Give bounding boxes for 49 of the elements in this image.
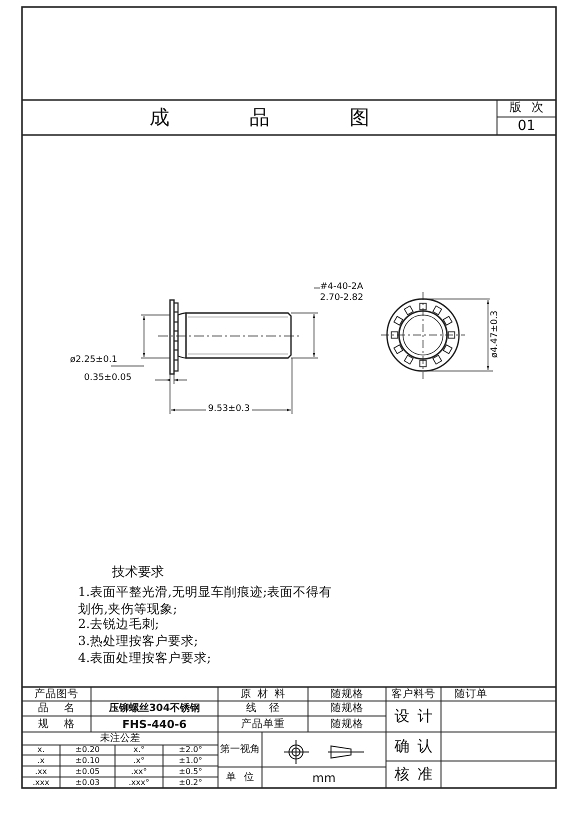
table-label: 未注公差 [99, 732, 141, 745]
tolerance-text: .xxx° [128, 777, 150, 788]
tolerance-text: .xxx [32, 777, 50, 788]
table-label: 第一视角 [219, 742, 261, 757]
revision-number: 01 [516, 118, 536, 134]
table-value: 随规格 [330, 716, 364, 732]
tolerance-value: ±0.20 [74, 745, 101, 755]
table-value: 随规格 [330, 687, 364, 701]
tolerance-text: .x° [132, 755, 146, 766]
dimension-label: 9.53±0.3 [206, 404, 252, 414]
note-heading: 技术要求 [112, 566, 165, 581]
note-text: 1.表面平整光滑,无明显车削痕迹;表面不得有划伤,夹伤等现象; [78, 583, 334, 617]
tolerance-text: x.° [132, 745, 146, 755]
tolerance-text: .x [36, 755, 46, 766]
table-label: 核准 [394, 764, 441, 785]
tolerance-value: ±0.5° [178, 766, 204, 777]
dimension-label: ø2.25±0.1 [70, 355, 118, 366]
table-label: 单位 [225, 770, 262, 784]
unit-value: mm [311, 770, 337, 786]
table-label: 确认 [394, 736, 441, 757]
table-label: 设计 [394, 706, 441, 727]
note-text: 2.去锐边毛刺; [78, 617, 160, 632]
dimension-label: 0.35±0.05 [84, 373, 133, 384]
table-label: 原材料 [240, 687, 292, 701]
note-text: 3.热处理按客户要求; [78, 634, 200, 648]
table-value: 随规格 [330, 701, 364, 716]
dimension-label: 2.70-2.82 [320, 293, 364, 304]
tolerance-text: .xx° [130, 766, 148, 777]
tolerance-text: .xx [34, 766, 48, 777]
table-value: 随订单 [454, 687, 488, 701]
title-text: 成品图 [148, 106, 450, 129]
table-label: 客户料号 [390, 687, 436, 701]
product-name: 压铆螺丝304不锈钢 [108, 702, 201, 716]
tolerance-value: ±0.03 [74, 777, 101, 788]
thread-spec-label: #4-40-2A [320, 282, 364, 292]
table-label: 产品图号 [34, 687, 80, 701]
tolerance-text: x. [36, 745, 46, 755]
table-label: 品名 [37, 701, 91, 716]
tolerance-value: ±0.2° [178, 777, 204, 788]
tolerance-value: ±1.0° [178, 755, 204, 766]
tolerance-value: ±2.0° [178, 745, 204, 755]
tolerance-value: ±0.05 [74, 766, 101, 777]
table-label: 线径 [245, 701, 293, 716]
part-number: FHS-440-6 [121, 716, 188, 732]
tolerance-value: ±0.10 [74, 755, 101, 766]
note-text: 4.表面处理按客户要求; [78, 651, 212, 666]
table-label: 规格 [37, 716, 91, 732]
table-label: 产品单重 [240, 716, 286, 732]
revision-label: 版次 [508, 101, 554, 115]
